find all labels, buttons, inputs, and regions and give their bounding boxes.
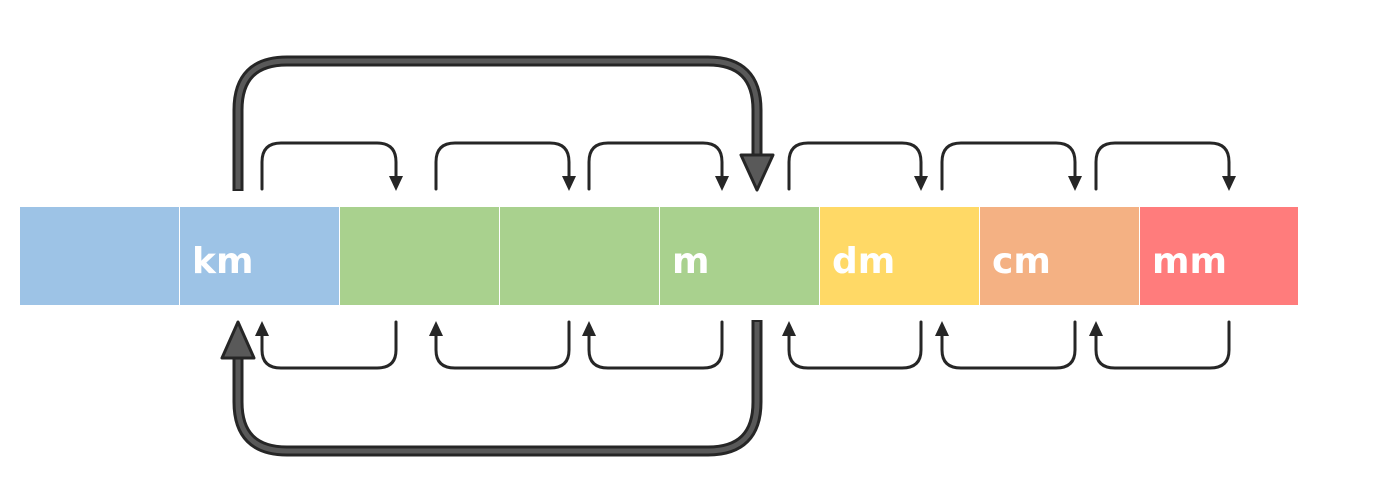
small-arrows-top <box>260 141 1231 191</box>
big-arrowhead-top <box>739 153 775 192</box>
arrowhead-top-6 <box>1222 176 1236 191</box>
unit-cell-dm <box>820 207 979 305</box>
arrow-top-2 <box>434 141 571 191</box>
big-arrow-bottom <box>220 320 763 457</box>
unit-strip: km m dm cm mm <box>20 207 1298 305</box>
small-arrows-bottom <box>260 320 1231 370</box>
unit-cell-1 <box>20 207 179 305</box>
arrowhead-bottom-2 <box>429 321 443 336</box>
arrowhead-bottom-6 <box>1089 321 1103 336</box>
unit-label-cm: cm <box>992 241 1051 282</box>
arrow-bottom-5 <box>940 320 1077 370</box>
arrow-top-6 <box>1094 141 1231 191</box>
unit-cell-km <box>180 207 339 305</box>
arrow-top-3 <box>587 141 724 191</box>
arrowhead-top-2 <box>562 176 576 191</box>
arrowhead-top-3 <box>715 176 729 191</box>
arrow-bottom-2 <box>434 320 571 370</box>
arrowhead-top-5 <box>1068 176 1082 191</box>
arrowhead-bottom-3 <box>582 321 596 336</box>
arrow-bottom-3 <box>587 320 724 370</box>
unit-label-m: m <box>672 241 710 282</box>
big-arrow-top-outline <box>232 55 763 191</box>
arrowhead-top-4 <box>914 176 928 191</box>
unit-label-dm: dm <box>832 241 895 282</box>
arrow-top-5 <box>940 141 1077 191</box>
unit-cell-m <box>660 207 819 305</box>
arrowhead-bottom-4 <box>782 321 796 336</box>
unit-cell-mm <box>1140 207 1298 305</box>
small-arrowheads-top <box>389 176 1236 191</box>
unit-cell-4 <box>500 207 659 305</box>
unit-cell-cm <box>980 207 1139 305</box>
unit-cell-3 <box>340 207 499 305</box>
arrowhead-bottom-5 <box>935 321 949 336</box>
arrow-bottom-1 <box>260 320 398 370</box>
unit-label-mm: mm <box>1152 241 1227 282</box>
arrow-bottom-6 <box>1094 320 1231 370</box>
big-arrow-top-inner <box>235 58 760 189</box>
arrow-top-1 <box>260 141 398 191</box>
big-arrow-top <box>232 55 775 192</box>
big-arrow-bottom-outline <box>232 320 763 457</box>
arrow-bottom-4 <box>787 320 923 370</box>
arrow-top-4 <box>787 141 923 191</box>
arrowhead-top-1 <box>389 176 403 191</box>
unit-label-km: km <box>192 241 253 282</box>
small-arrowheads-bottom <box>255 321 1103 336</box>
big-arrowhead-bottom <box>220 320 256 360</box>
big-arrow-bottom-inner <box>235 322 760 454</box>
arrowhead-bottom-1 <box>255 321 269 336</box>
